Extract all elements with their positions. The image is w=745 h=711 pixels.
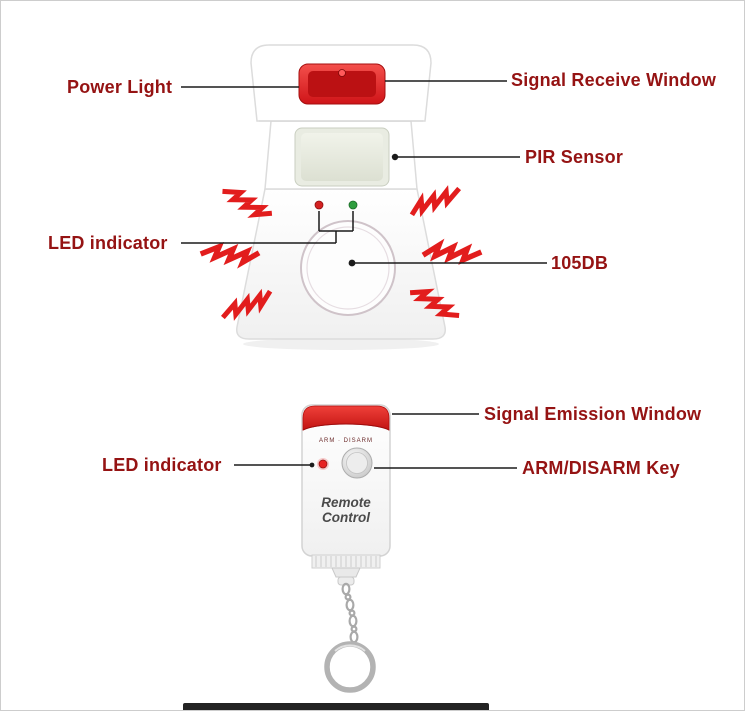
red-led-indicator [314, 200, 324, 210]
remote-bottom-taper [331, 567, 361, 578]
green-led-indicator [348, 200, 358, 210]
pir-sensor-lens [301, 133, 383, 181]
label-led-indicator-remote: LED indicator [102, 455, 222, 475]
keychain-ring [324, 641, 376, 693]
remote-brand-line2: Control [322, 510, 370, 525]
label-105db: 105DB [551, 253, 609, 273]
signal-receive-window-inner [308, 71, 376, 97]
keychain-ring-highlight [334, 644, 366, 652]
keychain-chain [341, 582, 359, 644]
remote-brand-line1: Remote [321, 495, 371, 510]
cropped-bottom-bar [183, 703, 489, 710]
leader-led-indicator [181, 211, 354, 244]
siren-speaker [300, 220, 396, 316]
remote-mode-caption: ARM · DISARM [319, 438, 373, 444]
leader-lines [181, 80, 547, 469]
leader-dot-105db [348, 259, 356, 267]
remote-control-illustration: ARM · DISARM Remote Control [301, 404, 391, 693]
label-signal-emission-window: Signal Emission Window [484, 404, 702, 424]
label-led-indicator-sensor: LED indicator [48, 233, 168, 253]
remote-body [301, 404, 391, 557]
alarm-shadow [243, 338, 439, 350]
leader-dot-remote-led [309, 462, 315, 468]
keychain-lug [337, 576, 355, 586]
arm-disarm-button-cap [346, 452, 368, 474]
label-power-light: Power Light [67, 77, 173, 97]
remote-led [318, 459, 328, 469]
label-arm-disarm-key: ARM/DISARM Key [522, 458, 680, 478]
power-light-led [338, 69, 346, 77]
label-signal-receive-window: Signal Receive Window [511, 70, 717, 90]
grip-ridges [315, 556, 377, 567]
pir-sensor-alarm-illustration [201, 44, 482, 350]
leader-dot-pir-sensor [391, 153, 399, 161]
siren-speaker-inner-ring [306, 226, 390, 310]
signal-emission-window-edge [302, 423, 390, 431]
label-pir-sensor: PIR Sensor [525, 147, 624, 167]
